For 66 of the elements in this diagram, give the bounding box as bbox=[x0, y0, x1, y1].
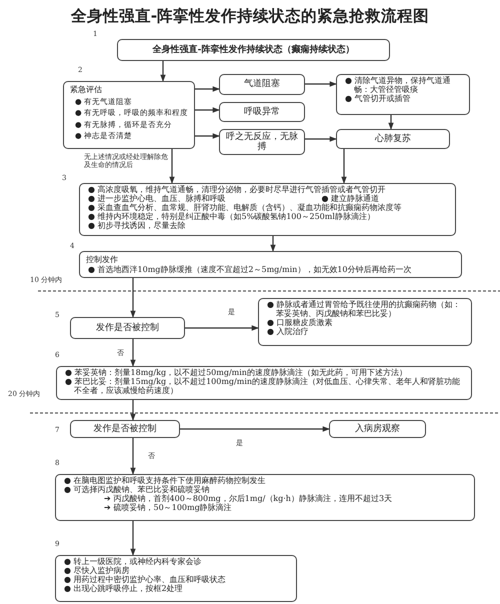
box-text: 气道阻塞 bbox=[244, 79, 280, 90]
bullet-item: ● 用药过程中密切监护心率、血压和呼吸状态 bbox=[64, 576, 227, 584]
bullet-item: ● 维持内环境稳定，特别是纠正酸中毒（如5%碳酸氢钠100～250ml静脉滴注） bbox=[88, 212, 376, 221]
process-box bbox=[79, 251, 462, 278]
arrow bbox=[130, 400, 136, 421]
bullet-item: ● 入院治疗 bbox=[267, 328, 310, 337]
process-box bbox=[63, 81, 195, 149]
box-heading: 控制发作 bbox=[86, 256, 119, 265]
arrow-item: ➔ 丙戊酸钠，首剂400～800mg，尔后1mg/（kg·h）静脉滴注，连用不超过3天 bbox=[104, 494, 394, 503]
bullet-item: ● 静脉或者通过胃管给予既往使用的抗癫痫药物（如：苯妥英钠、丙戊酸钠和苯巴比妥） bbox=[267, 301, 462, 318]
bullet-item: ● 采血查血气分析、血常规、肝肾功能、电解质（含钙）、凝血功能和抗癫痫药物浓度等 bbox=[88, 204, 403, 212]
process-box bbox=[258, 298, 472, 346]
bullet-item: ● 可选择丙戊酸钠、苯巴比妥和硫喷妥钠 bbox=[64, 486, 211, 494]
arrow bbox=[270, 236, 276, 252]
process-box bbox=[219, 102, 305, 122]
bullet-item: ● 高浓度吸氧，维持气道通畅，清理分泌物，必要时尽早进行气管插管或者气管切开 bbox=[88, 186, 387, 194]
bullet-item: ● 苯妥英钠：剂量18mg/kg，以不超过50mg/min的速度静脉滴注（如无此药，可用下述方法） bbox=[65, 369, 408, 377]
bullet-item: ● 首选地西泮10mg静脉缓推（速度不宜超过2～5mg/min），如无效10分钟后再给药一次 bbox=[88, 266, 412, 275]
bullet-item: ● 转上一级医院，或神经内科专家会诊 bbox=[64, 558, 203, 566]
bullet-item: ● 出现心跳呼吸停止，按框2处理 bbox=[64, 584, 184, 594]
box-text: 发作是否被控制 bbox=[96, 322, 159, 334]
arrow bbox=[305, 81, 337, 87]
bullet-item: ● 进一步监护心电、血压、脉搏和呼吸 bbox=[88, 194, 227, 204]
process-box bbox=[336, 74, 470, 115]
process-box bbox=[219, 129, 305, 155]
process-box bbox=[79, 183, 456, 236]
arrow bbox=[130, 521, 136, 556]
arrow-item: ➔ 硫喷妥钠，50～100mg静脉滴注 bbox=[104, 504, 233, 513]
process-box bbox=[70, 317, 185, 339]
arrow bbox=[341, 149, 347, 184]
box-text: 发作是否被控制 bbox=[94, 424, 156, 434]
arrow bbox=[195, 133, 220, 139]
bullet-item: ● 尽快入监护病房 bbox=[64, 566, 131, 575]
title: 全身性强直-阵挛性发作持续状态的紧急抢救流程图 bbox=[70, 6, 430, 27]
process-box bbox=[329, 420, 426, 438]
bullet-item: ● 苯巴比妥：剂量15mg/kg，以不超过100mg/min的速度静脉滴注（对低血压、心律失常、老年人和肾脏功能不全者，应该减慢给药速度） bbox=[65, 378, 462, 396]
bullet-item: ● 初步寻找诱因，尽量去除 bbox=[88, 222, 187, 231]
arrow bbox=[305, 136, 337, 142]
box-text: 全身性强直-阵挛性发作持续状态（癫痫持续状态） bbox=[152, 44, 354, 56]
arrow bbox=[169, 149, 175, 184]
arrow bbox=[195, 86, 220, 92]
box-heading: 紧急评估 bbox=[70, 86, 103, 95]
process-box bbox=[55, 555, 297, 602]
bullet-item: ● 口服糖皮质激素 bbox=[267, 318, 334, 328]
bullet-item: ● 气管切开或插管 bbox=[345, 94, 412, 104]
process-box bbox=[219, 74, 305, 95]
arrow bbox=[130, 339, 136, 367]
bullet-item: ● 建立静脉通道 bbox=[322, 194, 380, 203]
process-box bbox=[70, 420, 180, 438]
bullet-item: ● 在脑电图监护和呼吸支持条件下使用麻醉药物控制发生 bbox=[64, 477, 267, 485]
process-box bbox=[55, 474, 475, 521]
process-box bbox=[56, 366, 472, 400]
process-box bbox=[117, 39, 390, 61]
process-box bbox=[336, 129, 450, 149]
arrow bbox=[185, 325, 259, 331]
arrow bbox=[180, 426, 330, 432]
arrow bbox=[130, 278, 136, 318]
arrow bbox=[195, 107, 220, 113]
bullet-item: ● 清除气道异物，保持气道通畅：大管径管吸痰 bbox=[345, 77, 452, 94]
box-text: 呼吸异常 bbox=[244, 106, 280, 118]
arrow bbox=[160, 61, 166, 82]
box-text: 呼之无反应，无脉搏 bbox=[225, 132, 299, 152]
arrow bbox=[130, 438, 136, 475]
arrow bbox=[388, 115, 394, 130]
box-text: 心肺复苏 bbox=[375, 134, 411, 144]
box-text: 入病房观察 bbox=[355, 424, 400, 434]
